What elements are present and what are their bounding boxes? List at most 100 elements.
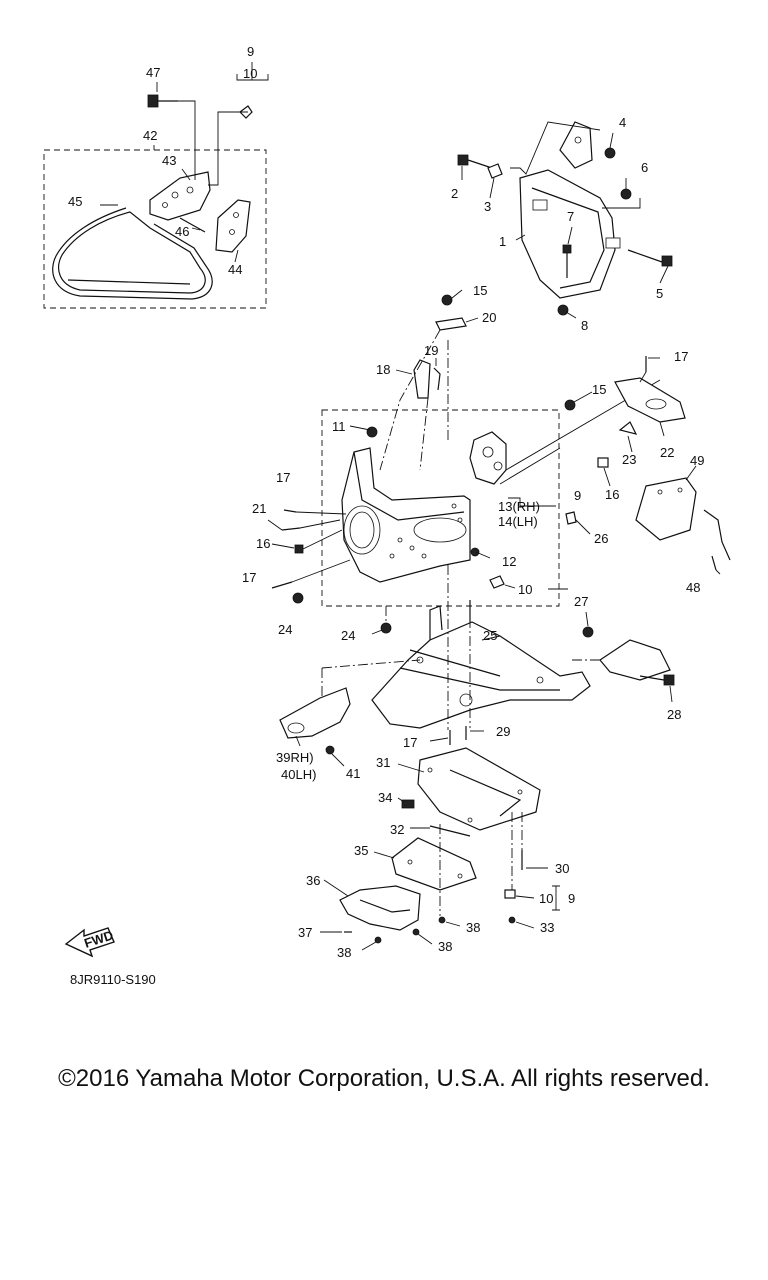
callout-3: 3 [484, 199, 491, 214]
callout-47: 47 [146, 65, 160, 80]
part-34-clip [401, 799, 415, 809]
part-10-clip-c [504, 889, 516, 899]
callout-45: 45 [68, 194, 82, 209]
callout-13: 13(RH) [498, 499, 540, 514]
callout-11: 11 [332, 419, 346, 434]
part-46-pin [179, 217, 206, 233]
callout-25: 25 [483, 628, 497, 643]
callout-17: 17 [674, 349, 688, 364]
callout-35: 35 [354, 843, 368, 858]
callout-38: 38 [438, 939, 452, 954]
callout-9: 9 [574, 488, 581, 503]
callout-17: 17 [403, 735, 417, 750]
callout-12: 12 [502, 554, 516, 569]
callout-10: 10 [518, 582, 532, 597]
callout-21: 21 [252, 501, 266, 516]
skid-plate-group [320, 747, 560, 951]
callout-41: 41 [346, 766, 360, 781]
callout-5: 5 [656, 286, 663, 301]
callout-24: 24 [278, 622, 292, 637]
callout-30: 30 [555, 861, 569, 876]
callout-14: 14(LH) [498, 514, 538, 529]
part-24-bolt-a [292, 592, 304, 604]
part-41-nut [325, 745, 335, 755]
callout-40: 40LH) [281, 767, 316, 782]
part-35-plate [391, 837, 477, 891]
fwd-arrow-icon [64, 927, 115, 958]
part-18-bracket [413, 359, 431, 399]
callout-labels: 9 10 47 42 43 45 46 44 4 6 2 3 7 1 5 8 1… [68, 44, 704, 960]
part-5-bolt [627, 249, 673, 267]
callout-23: 23 [622, 452, 636, 467]
callout-26: 26 [594, 531, 608, 546]
copyright-notice: ©2016 Yamaha Motor Corporation, U.S.A. A… [58, 1065, 710, 1092]
callout-38: 38 [466, 920, 480, 935]
callout-36: 36 [306, 873, 320, 888]
callout-32: 32 [390, 822, 404, 837]
part-12-bolt [470, 547, 480, 557]
part-6-nut [620, 188, 632, 200]
part-19-clip [433, 367, 441, 391]
part-33-screw [508, 916, 516, 924]
part-15-nut-a [441, 294, 453, 306]
part-47-bolt [147, 94, 178, 108]
callout-15: 15 [592, 382, 606, 397]
callout-15: 15 [473, 283, 487, 298]
parts-exploded-diagram: FWD 9 10 47 42 43 45 46 44 4 6 2 3 7 1 5… [43, 44, 731, 960]
callout-28: 28 [667, 707, 681, 722]
part-43-bracket [149, 171, 211, 221]
part-7-bolt [562, 244, 572, 278]
part-15-nut-b [564, 399, 576, 411]
side-panel-group [635, 465, 731, 575]
part-11-bolt [366, 426, 378, 438]
part-8-nut [557, 304, 569, 316]
callout-20: 20 [482, 310, 496, 325]
callout-31: 31 [376, 755, 390, 770]
kit-42-boundary [43, 149, 267, 309]
rear-right-bracket [599, 639, 671, 681]
callout-33: 33 [540, 920, 554, 935]
part-38-screw-a [374, 936, 382, 944]
upper-bracket [559, 121, 593, 169]
callout-48: 48 [686, 580, 700, 595]
callout-49: 49 [690, 453, 704, 468]
callout-44: 44 [228, 262, 242, 277]
part-38-screw-b [412, 928, 420, 936]
callout-17: 17 [242, 570, 256, 585]
part-32-plate [429, 825, 471, 837]
callout-38: 38 [337, 945, 351, 960]
callout-19: 19 [424, 343, 438, 358]
callout-37: 37 [298, 925, 312, 940]
part-28-bolt [639, 674, 675, 686]
callout-46: 46 [175, 224, 189, 239]
part-2-bolt [457, 154, 493, 169]
upper-small-parts [379, 289, 479, 471]
callout-16: 16 [605, 487, 619, 502]
part-27-nut [582, 626, 594, 638]
part-13-14-latch [469, 431, 507, 485]
part-3-nut [487, 163, 503, 179]
callout-9: 9 [247, 44, 254, 59]
part-23-clip [618, 421, 638, 435]
callout-4: 4 [619, 115, 626, 130]
part-4-nut [604, 147, 616, 159]
callout-9: 9 [568, 891, 575, 906]
part-49-panel [635, 477, 697, 541]
callout-8: 8 [581, 318, 588, 333]
figure-code: 8JR9110-S190 [70, 972, 156, 987]
callout-16: 16 [256, 536, 270, 551]
part-38-screw-c [438, 916, 446, 924]
part-17-rivet-a [283, 509, 297, 513]
bumper-kit-group [43, 62, 269, 309]
part-20-bracket [435, 317, 467, 331]
part-10-clip-b [489, 575, 505, 589]
part-31-plate [417, 747, 541, 831]
part-21-rivet [281, 527, 301, 531]
left-small-parts [267, 509, 351, 604]
fwd-direction-badge: FWD [64, 927, 115, 958]
callout-29: 29 [496, 724, 510, 739]
callout-24: 24 [341, 628, 355, 643]
part-45-bumper [58, 211, 206, 294]
front-frame-kit-group [321, 379, 661, 607]
part-25-frame [371, 621, 591, 729]
